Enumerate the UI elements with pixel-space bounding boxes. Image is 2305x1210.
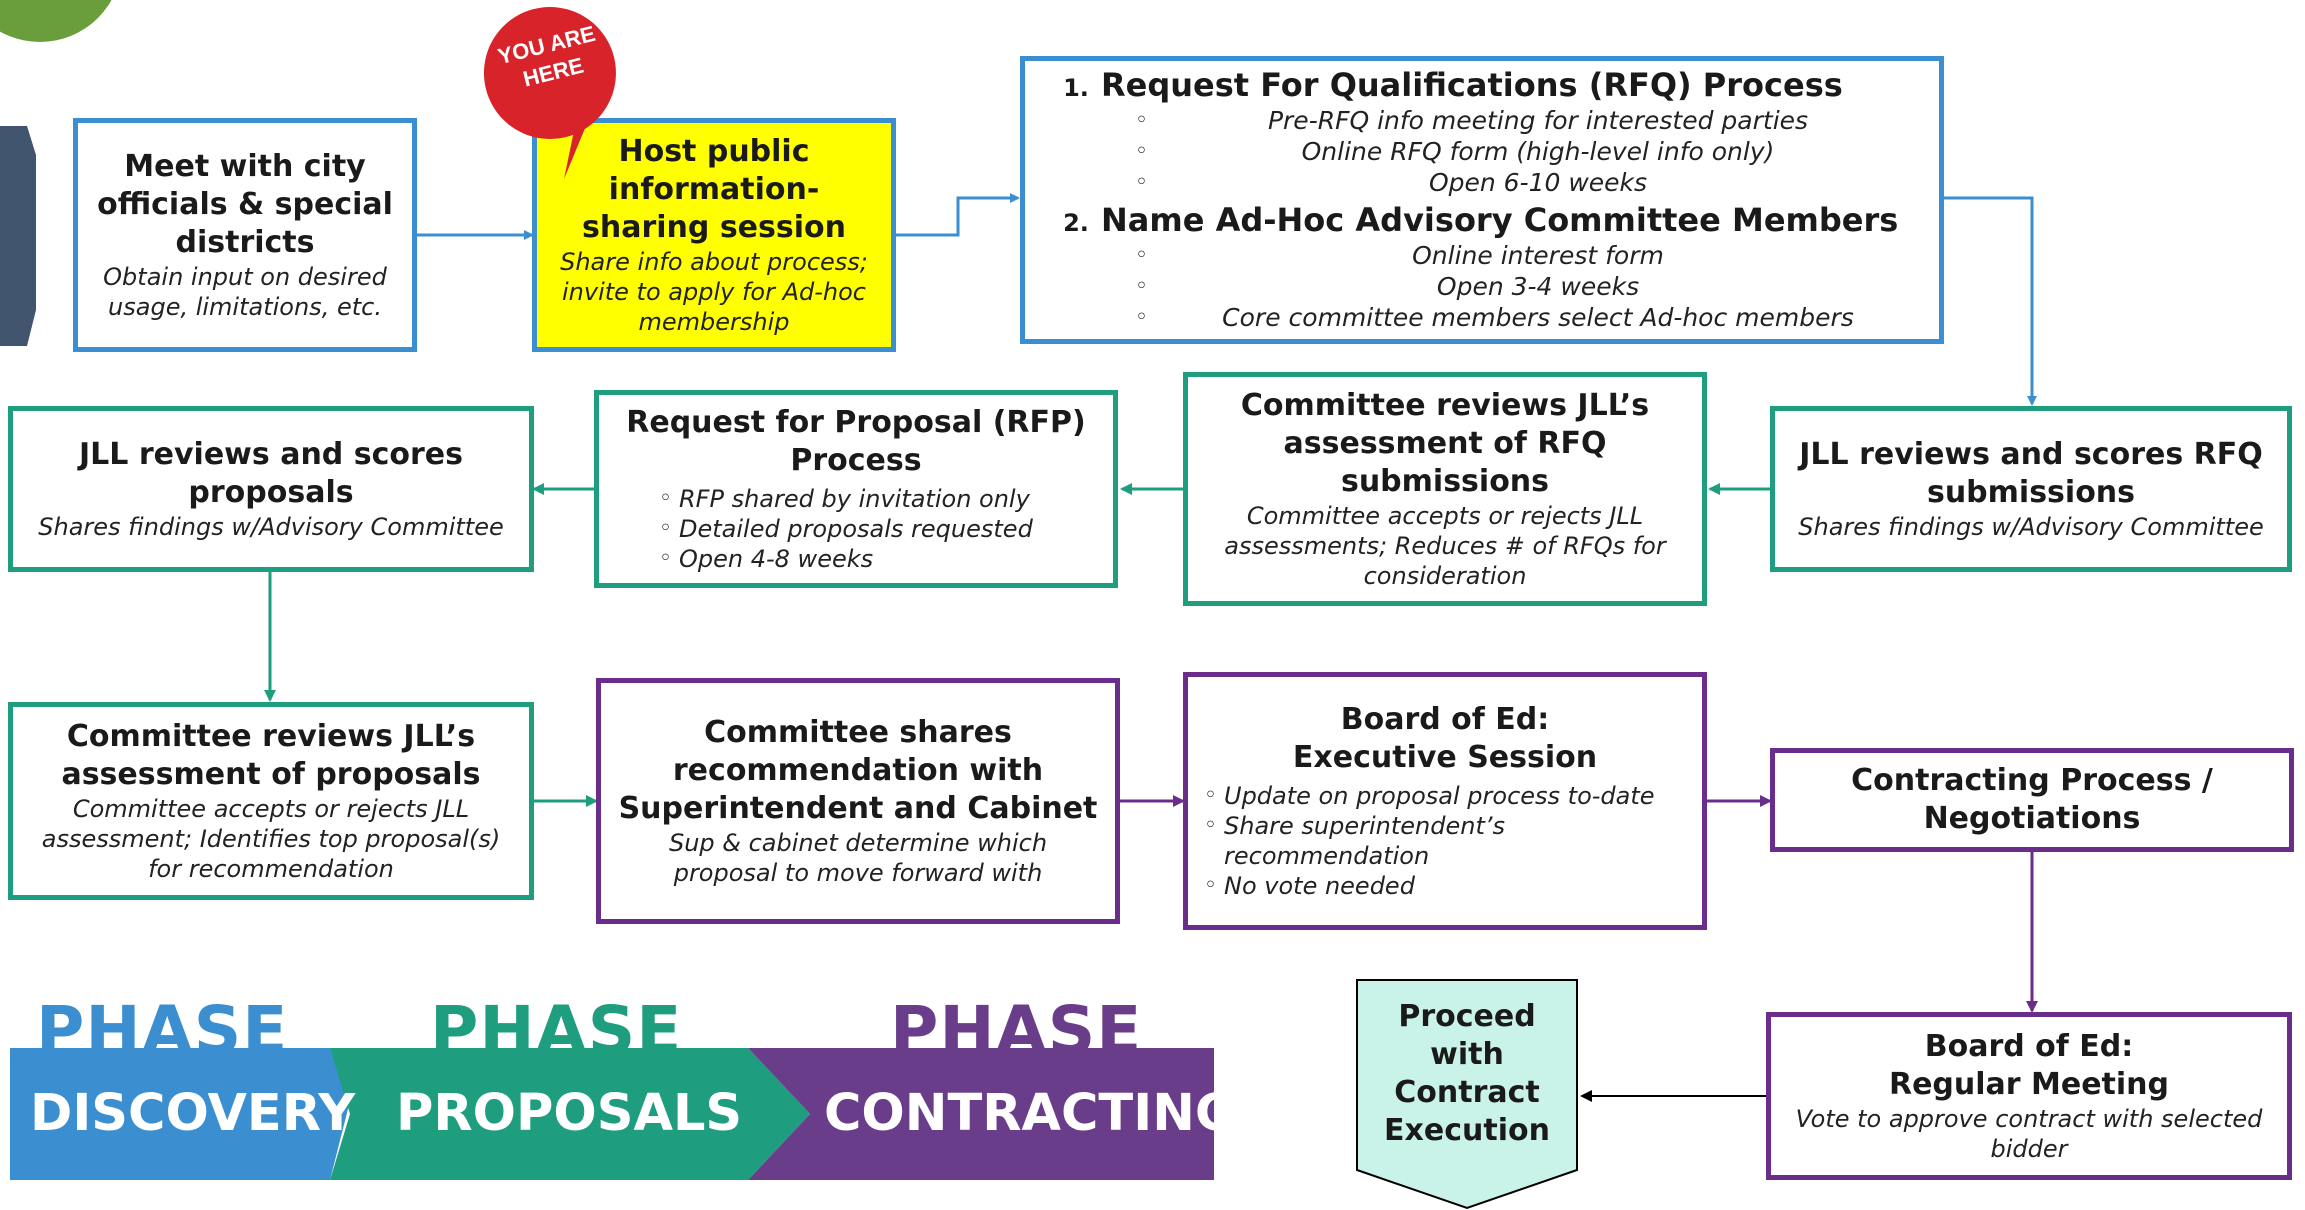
- phase-label-discovery: DISCOVERY: [30, 1084, 356, 1143]
- badge-pointer: [564, 121, 588, 179]
- box-subtitle: Shares findings w/Advisory Committee: [1798, 513, 2264, 541]
- box-subtitle: Committee accepts or rejects JLL assessm…: [41, 795, 501, 883]
- rfq-item-1: 1. Request For Qualifications (RFQ) Proc…: [1051, 65, 1919, 200]
- jll-reviews-rfq-box: JLL reviews and scores RFQ submissions S…: [1770, 406, 2292, 572]
- committee-shares-box: Committee shares recommendation with Sup…: [596, 678, 1120, 924]
- box-subtitle: Obtain input on desired usage, limitatio…: [103, 263, 387, 321]
- phase-word-1: PHASE: [36, 992, 289, 1069]
- rfp-process-box: Request for Proposal (RFP) Process RFP s…: [594, 390, 1118, 588]
- phase-label-contracting: CONTRACTING: [824, 1084, 1237, 1143]
- box-title-line-2: Regular Meeting: [1888, 1067, 2170, 1102]
- phase-label-proposals: PROPOSALS: [396, 1084, 743, 1143]
- box-title: Request for Proposal (RFP) Process: [626, 405, 1086, 478]
- host-session-box: Host public information-sharing session …: [532, 118, 896, 352]
- bullet-item: Online RFQ form (high-level info only): [1135, 136, 1919, 167]
- box-subtitle: Committee accepts or rejects JLL assessm…: [1224, 502, 1666, 590]
- bullet-item: Online interest form: [1135, 240, 1919, 271]
- board-exec-session-box: Board of Ed: Executive Session Update on…: [1183, 672, 1707, 930]
- contracting-process-box: Contracting Process / Negotiations: [1770, 748, 2294, 852]
- phase-proposals-chevron: [330, 1048, 810, 1180]
- jll-reviews-proposals-box: JLL reviews and scores proposals Shares …: [8, 406, 534, 572]
- box-title-line-2: Executive Session: [1292, 740, 1598, 775]
- rfq-process-box: 1. Request For Qualifications (RFQ) Proc…: [1020, 56, 1944, 344]
- bullet-item: Core committee members select Ad-hoc mem…: [1135, 302, 1919, 333]
- committee-reviews-rfq-box: Committee reviews JLL’s assessment of RF…: [1183, 372, 1707, 606]
- arrow-rfq-to-jll-rfq: [1942, 196, 2037, 406]
- box-title: JLL reviews and scores RFQ submissions: [1799, 437, 2263, 510]
- arrow-host-to-rfq: [895, 193, 1020, 237]
- box-title: JLL reviews and scores proposals: [79, 437, 463, 510]
- rfq-item-number: 2.: [1063, 209, 1089, 237]
- box-subtitle: Share info about process; invite to appl…: [560, 248, 868, 336]
- phase-banner: PHASE PHASE PHASE DISCOVERY PROPOSALS CO…: [0, 990, 1237, 1210]
- committee-reviews-proposals-box: Committee reviews JLL’s assessment of pr…: [8, 702, 534, 900]
- box-title: Host public information-sharing session: [582, 134, 846, 245]
- bullet-item: Open 3-4 weeks: [1135, 271, 1919, 302]
- box-title-line-1: Board of Ed:: [1924, 1029, 2134, 1064]
- box-subtitle: Sup & cabinet determine which proposal t…: [668, 829, 1048, 887]
- bullet-item: RFP shared by invitation only: [657, 484, 1099, 514]
- phase-word-3: PHASE: [890, 992, 1143, 1069]
- rfq-item-title: Name Ad-Hoc Advisory Committee Members: [1101, 201, 1899, 239]
- rfq-item-number: 1.: [1063, 74, 1089, 102]
- bullet-item: Share superintendent’s recommendation: [1202, 811, 1688, 871]
- box-subtitle: Shares findings w/Advisory Committee: [38, 513, 504, 541]
- bullet-item: Open 4-8 weeks: [657, 544, 1099, 574]
- phase-word-2: PHASE: [430, 992, 683, 1069]
- proceed-shape: [1356, 979, 1578, 1210]
- box-title: Committee reviews JLL’s assessment of pr…: [61, 719, 481, 792]
- box-title-line-1: Board of Ed:: [1340, 702, 1550, 737]
- box-title: Committee shares recommendation with Sup…: [618, 715, 1098, 826]
- rfq-item-2: 2. Name Ad-Hoc Advisory Committee Member…: [1051, 200, 1919, 335]
- box-title: Contracting Process / Negotiations: [1851, 763, 2213, 836]
- meet-city-officials-box: Meet with city officials & special distr…: [73, 118, 417, 352]
- bullet-item: Update on proposal process to-date: [1202, 781, 1688, 811]
- bullet-item: Detailed proposals requested: [657, 514, 1099, 544]
- board-regular-meeting-box: Board of Ed: Regular Meeting Vote to app…: [1766, 1012, 2292, 1180]
- slate-arrow-decoration: [0, 126, 36, 346]
- proceed-contract-execution-box: Proceed with Contract Execution: [1355, 978, 1579, 1210]
- rfq-item-title: Request For Qualifications (RFQ) Process: [1101, 66, 1843, 104]
- box-title: Meet with city officials & special distr…: [97, 149, 393, 260]
- phase-contracting-chevron: [748, 1048, 1214, 1180]
- box-title: Committee reviews JLL’s assessment of RF…: [1240, 388, 1650, 499]
- you-are-here-badge: YOU ARE HERE: [480, 3, 620, 183]
- badge-shape: [483, 7, 616, 139]
- bullet-item: Pre-RFQ info meeting for interested part…: [1135, 105, 1919, 136]
- bullet-item: No vote needed: [1202, 871, 1688, 901]
- decorative-shapes: [0, 0, 112, 346]
- box-title: Proceed with Contract Execution: [1384, 999, 1550, 1148]
- bullet-item: Open 6-10 weeks: [1135, 167, 1919, 198]
- green-circle-decoration: [0, 0, 112, 42]
- box-subtitle: Vote to approve contract with selected b…: [1795, 1105, 2263, 1163]
- phase-discovery-chevron: [10, 1048, 350, 1180]
